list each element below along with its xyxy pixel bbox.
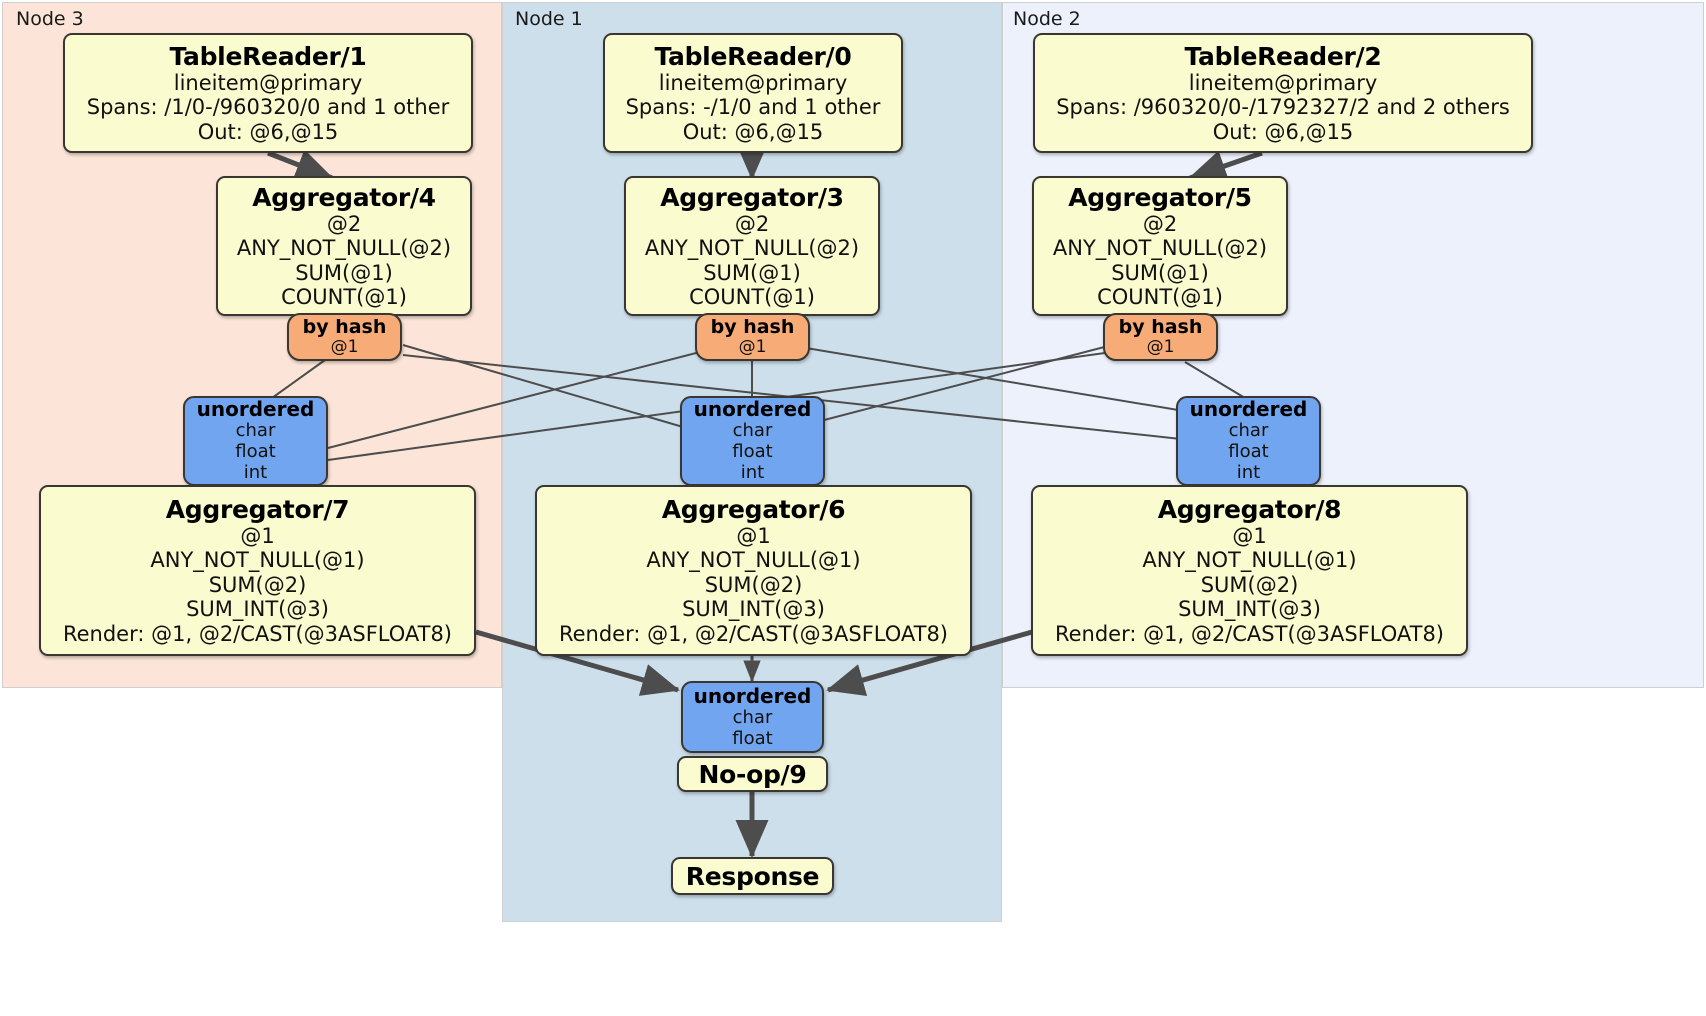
- synchronizer-title: unordered: [693, 683, 812, 708]
- node-title: Response: [685, 861, 820, 891]
- processor-aggregator-7[interactable]: Aggregator/7 @1 ANY_NOT_NULL(@1) SUM(@2)…: [39, 485, 476, 656]
- node-detail-line: SUM(@2): [1200, 572, 1299, 597]
- synchronizer-type: float: [732, 441, 773, 463]
- node-detail-line: ANY_NOT_NULL(@1): [150, 548, 365, 573]
- processor-aggregator-3[interactable]: Aggregator/3 @2 ANY_NOT_NULL(@2) SUM(@1)…: [624, 176, 880, 316]
- node-detail-line: COUNT(@1): [281, 284, 407, 309]
- synchronizer-type: int: [243, 462, 268, 484]
- node-detail-line: Out: @6,@15: [1212, 119, 1354, 144]
- node-detail-line: ANY_NOT_NULL(@1): [646, 548, 861, 573]
- processor-noop-9[interactable]: No-op/9: [677, 756, 828, 792]
- node-title: Aggregator/8: [1157, 495, 1342, 525]
- node-detail-line: lineitem@primary: [173, 70, 363, 95]
- node-title: No-op/9: [698, 759, 807, 789]
- node-detail-line: @1: [736, 524, 771, 549]
- node-title: Aggregator/4: [252, 182, 436, 212]
- node-detail-line: ANY_NOT_NULL(@2): [1052, 236, 1268, 261]
- processor-tablereader-2[interactable]: TableReader/2 lineitem@primary Spans: /9…: [1033, 33, 1533, 153]
- router-detail-line: @1: [330, 337, 359, 358]
- processor-aggregator-5[interactable]: Aggregator/5 @2 ANY_NOT_NULL(@2) SUM(@1)…: [1032, 176, 1288, 316]
- node-detail-line: @2: [1142, 211, 1178, 236]
- cluster-label-node-1: Node 1: [515, 8, 583, 30]
- node-render-line: Render: @1, @2/CAST(@3ASFLOAT8): [62, 621, 453, 646]
- synchronizer-type: int: [1236, 462, 1261, 484]
- node-detail-line: COUNT(@1): [1097, 284, 1223, 309]
- node-detail-line: @1: [1232, 524, 1267, 549]
- router-detail-line: @1: [1146, 337, 1175, 358]
- node-title: Aggregator/6: [661, 495, 846, 525]
- synchronizer-unordered-node3[interactable]: unordered char float int: [183, 396, 328, 486]
- node-detail-line: SUM(@1): [295, 260, 393, 285]
- synchronizer-type: char: [1228, 420, 1269, 442]
- synchronizer-type: float: [1228, 441, 1269, 463]
- router-title: by hash: [710, 316, 795, 339]
- processor-aggregator-8[interactable]: Aggregator/8 @1 ANY_NOT_NULL(@1) SUM(@2)…: [1031, 485, 1468, 656]
- router-title: by hash: [1118, 316, 1203, 339]
- node-render-line: Render: @1, @2/CAST(@3ASFLOAT8): [1054, 621, 1445, 646]
- node-detail-line: @2: [734, 211, 770, 236]
- synchronizer-unordered-node2[interactable]: unordered char float int: [1176, 396, 1321, 486]
- node-title: Aggregator/3: [660, 182, 844, 212]
- router-detail-line: @1: [738, 337, 767, 358]
- synchronizer-type: int: [740, 462, 765, 484]
- synchronizer-unordered-final[interactable]: unordered char float: [681, 681, 824, 753]
- node-render-line: Render: @1, @2/CAST(@3ASFLOAT8): [558, 621, 949, 646]
- node-detail-line: SUM(@2): [704, 572, 803, 597]
- node-detail-line: SUM_INT(@3): [682, 597, 825, 622]
- node-detail-line: ANY_NOT_NULL(@1): [1142, 548, 1357, 573]
- node-detail-line: lineitem@primary: [1188, 70, 1378, 95]
- node-detail-line: @2: [326, 211, 362, 236]
- node-detail-line: Spans: /960320/0-/1792327/2 and 2 others: [1056, 95, 1510, 120]
- processor-tablereader-0[interactable]: TableReader/0 lineitem@primary Spans: -/…: [603, 33, 903, 153]
- synchronizer-unordered-node1[interactable]: unordered char float int: [680, 396, 825, 486]
- node-detail-line: ANY_NOT_NULL(@2): [236, 236, 452, 261]
- synchronizer-type: char: [732, 706, 773, 728]
- node-title: Aggregator/5: [1068, 182, 1252, 212]
- node-detail-line: COUNT(@1): [689, 284, 815, 309]
- node-detail-line: Out: @6,@15: [197, 119, 339, 144]
- node-detail-line: SUM(@1): [703, 260, 801, 285]
- processor-aggregator-6[interactable]: Aggregator/6 @1 ANY_NOT_NULL(@1) SUM(@2)…: [535, 485, 972, 656]
- node-title: TableReader/1: [169, 41, 367, 71]
- node-title: TableReader/0: [654, 41, 852, 71]
- processor-tablereader-1[interactable]: TableReader/1 lineitem@primary Spans: /1…: [63, 33, 473, 153]
- synchronizer-type: char: [732, 420, 773, 442]
- node-detail-line: SUM(@2): [208, 572, 307, 597]
- node-detail-line: Spans: -/1/0 and 1 other: [625, 95, 881, 120]
- processor-aggregator-4[interactable]: Aggregator/4 @2 ANY_NOT_NULL(@2) SUM(@1)…: [216, 176, 472, 316]
- node-detail-line: lineitem@primary: [658, 70, 848, 95]
- router-by-hash-node3[interactable]: by hash @1: [287, 313, 402, 361]
- node-detail-line: SUM_INT(@3): [186, 597, 329, 622]
- synchronizer-type: char: [235, 420, 276, 442]
- router-title: by hash: [302, 316, 387, 339]
- node-detail-line: SUM_INT(@3): [1178, 597, 1321, 622]
- node-title: TableReader/2: [1184, 41, 1382, 71]
- node-detail-line: Out: @6,@15: [682, 119, 824, 144]
- node-detail-line: Spans: /1/0-/960320/0 and 1 other: [86, 95, 450, 120]
- node-detail-line: @1: [240, 524, 275, 549]
- synchronizer-title: unordered: [196, 397, 315, 422]
- synchronizer-type: float: [235, 441, 276, 463]
- synchronizer-title: unordered: [693, 397, 812, 422]
- synchronizer-title: unordered: [1189, 397, 1308, 422]
- router-by-hash-node1[interactable]: by hash @1: [695, 313, 810, 361]
- node-response[interactable]: Response: [671, 857, 834, 895]
- node-detail-line: SUM(@1): [1111, 260, 1209, 285]
- cluster-label-node-3: Node 3: [16, 8, 84, 30]
- node-title: Aggregator/7: [165, 495, 350, 525]
- node-detail-line: ANY_NOT_NULL(@2): [644, 236, 860, 261]
- cluster-label-node-2: Node 2: [1013, 8, 1081, 30]
- router-by-hash-node2[interactable]: by hash @1: [1103, 313, 1218, 361]
- synchronizer-type: float: [732, 727, 773, 749]
